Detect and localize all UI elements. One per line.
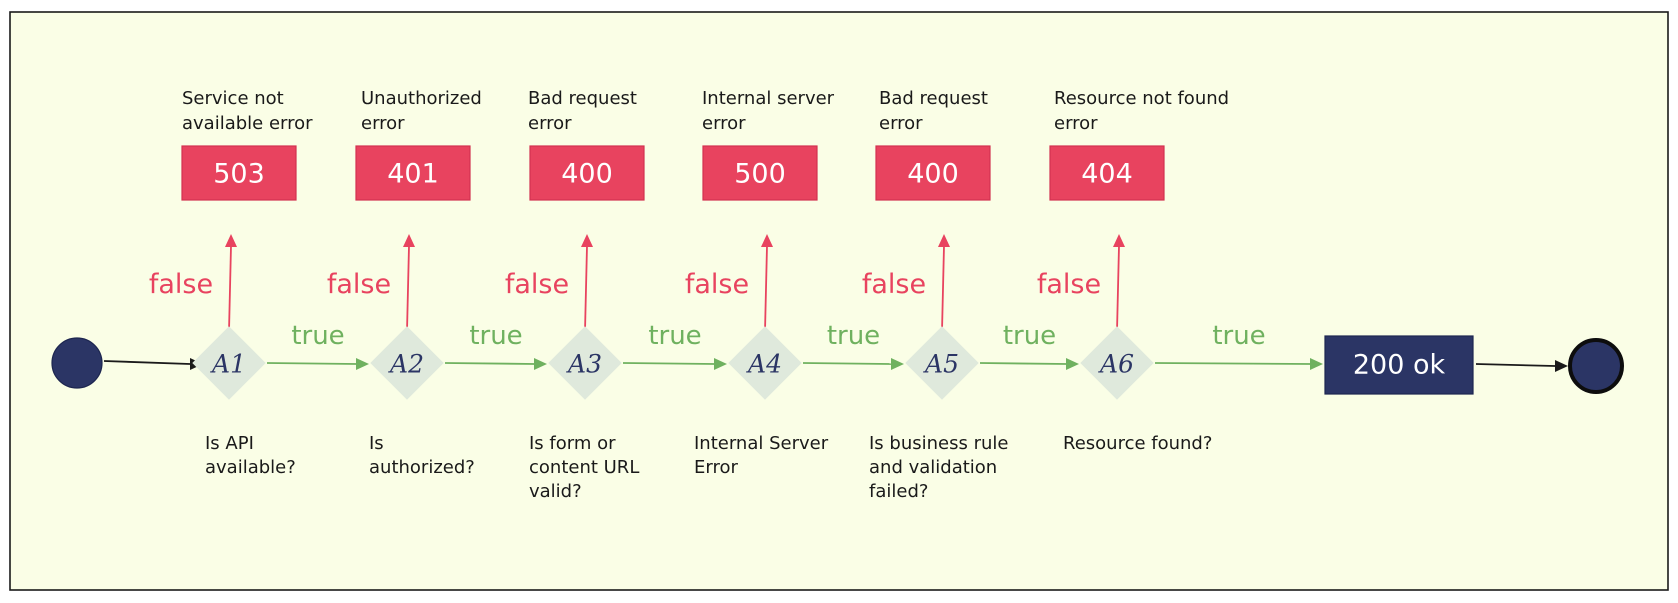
error-description: error (702, 113, 746, 134)
decision-diamond (192, 326, 266, 400)
false-label: false (327, 269, 391, 300)
nodes-layer (51, 145, 1624, 400)
decision-diamond (548, 326, 622, 400)
condition-label: Resource found? (1063, 433, 1212, 454)
success-box (1324, 335, 1474, 395)
error-code: 401 (387, 159, 439, 190)
true-arrow (622, 362, 716, 365)
end-arrow (1475, 363, 1556, 367)
decision-diamond (1080, 326, 1154, 400)
false-label: false (149, 269, 213, 300)
error-description: error (879, 113, 923, 134)
true-label: true (291, 321, 344, 351)
false-arrow (764, 245, 768, 332)
true-arrow (1154, 362, 1312, 365)
condition-label: Is business rule (869, 433, 1008, 454)
true-arrow-head (356, 358, 369, 370)
decision-id: A1 (210, 350, 246, 379)
error-description: available error (182, 113, 313, 134)
false-label: false (1037, 269, 1101, 300)
true-arrow-head (891, 358, 904, 370)
error-description: error (1054, 113, 1098, 134)
condition-label: valid? (529, 481, 582, 502)
true-arrow-head (1310, 358, 1323, 370)
error-code: 400 (907, 159, 959, 190)
true-label: true (469, 321, 522, 351)
error-description: Internal server (702, 88, 835, 109)
condition-label: Is API (205, 433, 254, 454)
condition-label: and validation (869, 457, 997, 478)
error-description: Service not (182, 88, 284, 109)
error-code: 404 (1081, 159, 1133, 190)
decision-id: A4 (746, 350, 782, 379)
false-arrow-head (938, 234, 950, 247)
condition-label: failed? (869, 481, 928, 502)
start-arrow (103, 360, 191, 365)
false-arrow (1116, 245, 1120, 332)
error-description: Unauthorized (361, 88, 482, 109)
true-arrow (266, 362, 358, 365)
false-arrow-head (403, 234, 415, 247)
error-code: 503 (213, 159, 265, 190)
error-code-box (181, 145, 297, 201)
false-arrow-head (581, 234, 593, 247)
error-code-box (1049, 145, 1165, 201)
false-arrow-head (225, 234, 237, 247)
false-arrow-head (1113, 234, 1125, 247)
success-label: 200 ok (1353, 350, 1446, 381)
condition-label: Error (694, 457, 738, 478)
decision-diamond (728, 326, 802, 400)
decision-id: A6 (1098, 350, 1134, 379)
true-arrow (802, 362, 893, 365)
end-node (1568, 338, 1624, 394)
error-code: 400 (561, 159, 613, 190)
true-arrow (979, 362, 1068, 365)
connectors-layer (103, 234, 1568, 372)
false-label: false (862, 269, 926, 300)
error-code-box (529, 145, 645, 201)
condition-label: available? (205, 457, 296, 478)
false-arrow (406, 245, 410, 332)
condition-label: authorized? (369, 457, 475, 478)
error-description: Bad request (879, 88, 988, 109)
false-label: false (685, 269, 749, 300)
condition-label: content URL (529, 457, 639, 478)
true-label: true (827, 321, 880, 351)
decision-diamond (905, 326, 979, 400)
error-description: Resource not found (1054, 88, 1229, 109)
decision-id: A5 (923, 350, 959, 379)
diagram-frame (9, 11, 1669, 591)
true-label: true (648, 321, 701, 351)
end-arrow-head (1555, 360, 1568, 372)
true-label: true (1003, 321, 1056, 351)
condition-label: Is form or (529, 433, 616, 454)
condition-label: Is (369, 433, 384, 454)
decision-id: A3 (566, 350, 602, 379)
start-node (51, 337, 103, 389)
error-description: Bad request (528, 88, 637, 109)
false-arrow (584, 245, 588, 332)
error-code-box (702, 145, 818, 201)
false-arrow (228, 245, 232, 332)
condition-label: Internal Server (694, 433, 829, 454)
error-description: error (528, 113, 572, 134)
false-arrow-head (761, 234, 773, 247)
true-arrow-head (1066, 358, 1079, 370)
decision-id: A2 (388, 350, 424, 379)
true-label: true (1212, 321, 1265, 351)
decision-diamond (370, 326, 444, 400)
error-code-box (875, 145, 991, 201)
false-label: false (505, 269, 569, 300)
error-code: 500 (734, 159, 786, 190)
true-arrow-head (714, 358, 727, 370)
true-arrow (444, 362, 536, 365)
error-code-box (355, 145, 471, 201)
false-arrow (941, 245, 945, 332)
error-description: error (361, 113, 405, 134)
true-arrow-head (534, 358, 547, 370)
